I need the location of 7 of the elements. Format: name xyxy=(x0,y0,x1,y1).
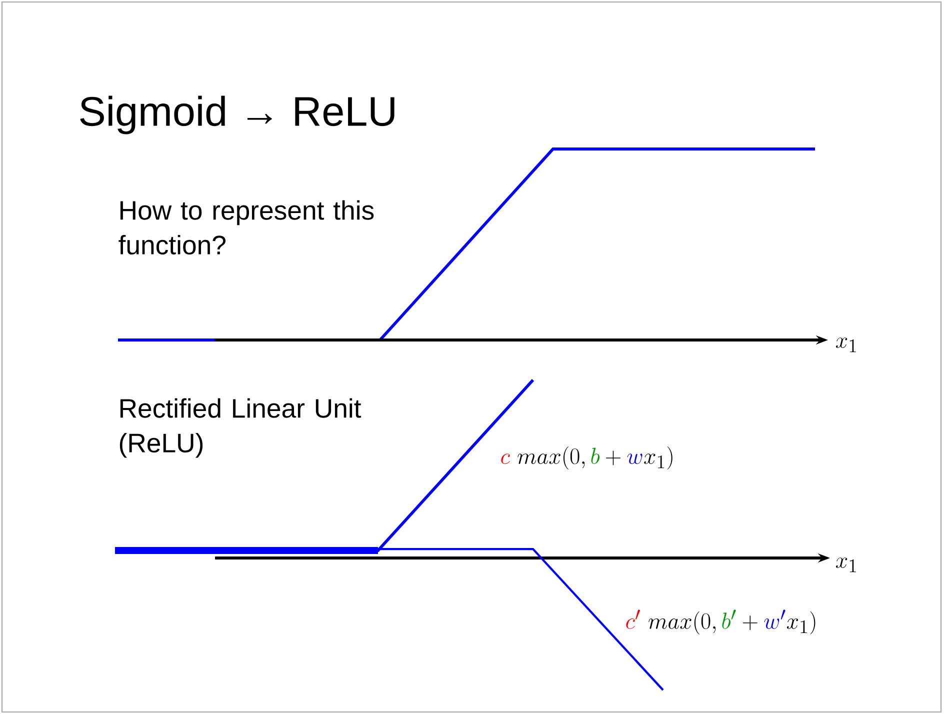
axis-label: $x_1$ xyxy=(836,338,856,352)
formula: $\textcolor{red}{c}\ max(0,\textcolor{green!60!black}{b}+\textcolor{blue}{w}x_1)$ xyxy=(501,446,672,470)
caption-text: Rectified Linear Unit (ReLU) xyxy=(120,398,362,458)
axis-label: $x_1$ xyxy=(836,558,856,572)
slide-title: Sigmoid → ReLU xyxy=(80,96,394,134)
question-text: How to represent this function? xyxy=(118,200,374,254)
formula: $\textcolor{red}{c'}\ max(0,\textcolor{green!60!black}{b'}+\textcolor{blue}{w'}x_1)$ xyxy=(626,610,816,634)
